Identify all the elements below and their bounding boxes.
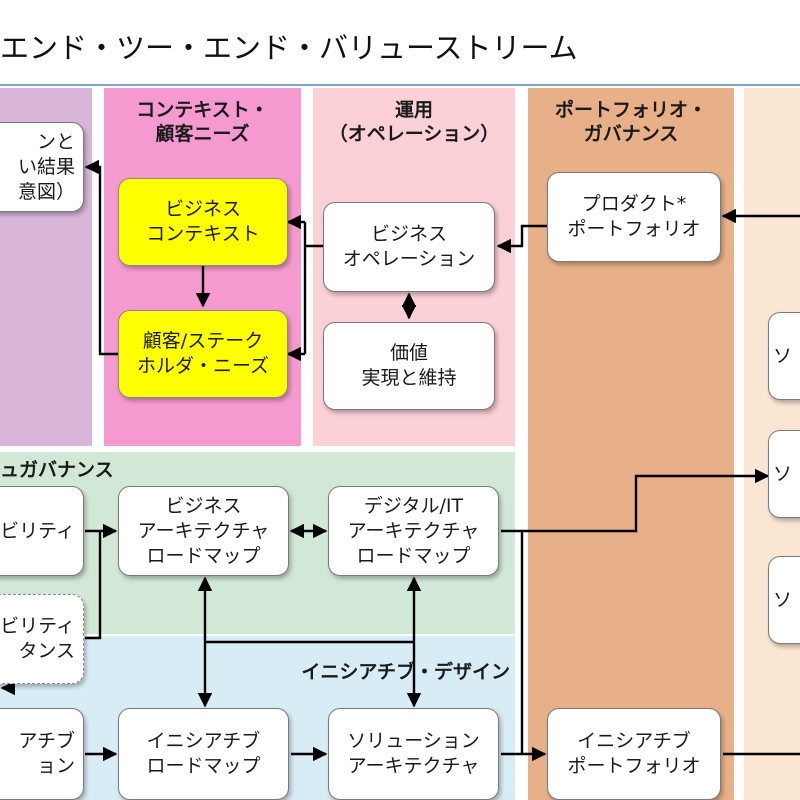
initiative-roadmap-box: イニシアチブ ロードマップ bbox=[118, 708, 289, 800]
initiative-portfolio-box: イニシアチブ ポートフォリオ bbox=[547, 708, 721, 800]
right-solution-box-2: ソ bbox=[768, 430, 800, 518]
business-architecture-roadmap-box: ビジネス アーキテクチャ ロードマップ bbox=[118, 486, 289, 576]
governance-region-title: ュガバナンス bbox=[0, 459, 114, 481]
title-divider bbox=[0, 84, 800, 86]
solution-architecture-box: ソリューション アーキテクチャ bbox=[328, 708, 499, 800]
right-solution-box-3: ソ bbox=[768, 556, 800, 644]
capability-maturity-box: ビリティ タンス bbox=[0, 594, 84, 684]
business-operations-box: ビジネス オペレーション bbox=[323, 202, 495, 292]
operations-region-title: 運用 （オペレーション） bbox=[328, 99, 500, 145]
portfolio-region-title: ポートフォリオ・ ガバナンス bbox=[554, 99, 707, 145]
right-solution-box-1: ソ bbox=[768, 312, 800, 400]
initiative-box: アチブ ョン bbox=[0, 708, 84, 800]
context-region-title: コンテキスト・ 顧客ニーズ bbox=[136, 99, 269, 145]
digital-it-architecture-roadmap-box: デジタル/IT アーキテクチャ ロードマップ bbox=[328, 486, 499, 576]
business-context-box: ビジネス コンテキスト bbox=[118, 178, 288, 266]
product-portfolio-box: プロダクト* ポートフォリオ bbox=[547, 172, 721, 262]
outcomes-box: ンと い結果 意図） bbox=[0, 122, 84, 212]
value-realization-box: 価値 実現と維持 bbox=[323, 322, 495, 410]
customer-needs-box: 顧客/ステーク ホルダ・ニーズ bbox=[118, 310, 288, 398]
initiative-region-title: イニシアチブ・デザイン bbox=[301, 661, 510, 683]
capability-box: ビリティ bbox=[0, 486, 84, 576]
page-title: エンド・ツー・エンド・バリューストリーム bbox=[0, 31, 578, 65]
